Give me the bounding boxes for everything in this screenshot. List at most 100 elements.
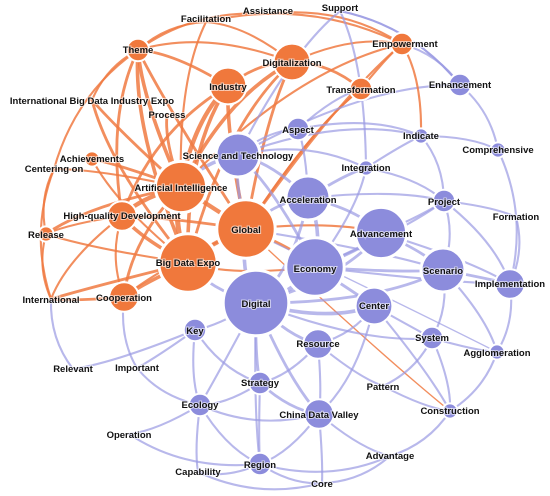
node-label-support: Support bbox=[322, 3, 359, 14]
node-label-digital: Digital bbox=[241, 299, 270, 310]
node-label-economy: Economy bbox=[294, 264, 337, 275]
node-label-capability: Capability bbox=[175, 467, 221, 478]
edge-construction-advantage bbox=[388, 409, 452, 458]
node-label-project: Project bbox=[428, 197, 461, 208]
node-label-pattern: Pattern bbox=[367, 382, 400, 393]
node-advancement[interactable] bbox=[353, 205, 409, 261]
node-construction[interactable] bbox=[441, 402, 459, 420]
edge-ecology-region bbox=[198, 403, 262, 466]
node-strategy[interactable] bbox=[247, 370, 273, 396]
node-label-achievements: Achievements bbox=[60, 154, 124, 165]
node-bigdataexpo[interactable] bbox=[157, 232, 219, 294]
node-label-strategy: Strategy bbox=[241, 378, 280, 389]
node-scenario[interactable] bbox=[419, 246, 467, 294]
edge-theme-bigdataexpo bbox=[135, 48, 190, 265]
node-label-integration: Integration bbox=[341, 163, 390, 174]
edge-facilitation-empowerment bbox=[204, 12, 404, 46]
node-label-theme: Theme bbox=[123, 45, 154, 56]
node-region[interactable] bbox=[247, 451, 273, 477]
node-label-scitech: Science and Technology bbox=[183, 151, 294, 162]
node-cooperation[interactable] bbox=[108, 281, 140, 313]
edge-support-integration bbox=[338, 9, 368, 170]
node-label-advantage: Advantage bbox=[366, 451, 415, 462]
edge-theme-centering bbox=[52, 48, 140, 171]
node-acceleration[interactable] bbox=[284, 174, 332, 222]
node-project[interactable] bbox=[431, 188, 457, 214]
edge-scitech-enhancement bbox=[236, 83, 462, 157]
edge-operation-region bbox=[127, 432, 262, 467]
edge-capability-core bbox=[196, 470, 324, 491]
node-label-key: Key bbox=[186, 326, 204, 337]
node-economy[interactable] bbox=[284, 236, 346, 298]
edge-global-agglomeration bbox=[245, 228, 498, 353]
node-agglomeration[interactable] bbox=[488, 343, 506, 361]
node-label-indicate: Indicate bbox=[403, 131, 439, 142]
node-key[interactable] bbox=[182, 317, 208, 343]
node-ai[interactable] bbox=[153, 159, 209, 215]
node-label-assistance: Assistance bbox=[243, 6, 293, 17]
edge-theme-global bbox=[136, 48, 248, 231]
node-label-implementation: Implementation bbox=[475, 279, 545, 290]
node-industry[interactable] bbox=[208, 66, 248, 106]
edge-theme-hqd bbox=[115, 48, 140, 218]
node-label-core: Core bbox=[311, 479, 333, 490]
edge-industry-hqd bbox=[120, 84, 230, 218]
node-label-ai: Artificial Intelligence bbox=[135, 183, 228, 194]
node-label-acceleration: Acceleration bbox=[279, 195, 336, 206]
node-label-enhancement: Enhancement bbox=[429, 80, 492, 91]
node-label-relevant: Relevant bbox=[53, 364, 93, 375]
node-label-region: Region bbox=[244, 460, 276, 471]
node-ecology[interactable] bbox=[187, 392, 213, 418]
node-label-advancement: Advancement bbox=[350, 229, 413, 240]
edge-assistance-empowerment bbox=[266, 11, 404, 46]
node-label-facilitation: Facilitation bbox=[181, 14, 231, 25]
edge-aspect-indicate bbox=[296, 121, 423, 138]
node-cdv[interactable] bbox=[303, 398, 335, 430]
node-global[interactable] bbox=[215, 198, 277, 260]
node-implementation[interactable] bbox=[494, 268, 526, 300]
node-label-process: Process bbox=[149, 110, 186, 121]
node-transformation[interactable] bbox=[348, 76, 374, 102]
node-digitalization[interactable] bbox=[272, 42, 312, 82]
node-release[interactable] bbox=[37, 225, 55, 243]
node-empowerment[interactable] bbox=[389, 31, 415, 57]
edge-comprehensive-implementation bbox=[496, 148, 518, 286]
edge-advantage-core bbox=[320, 454, 392, 485]
node-comprehensive[interactable] bbox=[489, 141, 507, 159]
node-theme[interactable] bbox=[125, 37, 151, 63]
node-label-formation: Formation bbox=[493, 212, 540, 223]
node-system[interactable] bbox=[419, 325, 445, 351]
node-label-bigdataexpo: Big Data Expo bbox=[156, 258, 221, 269]
node-label-scenario: Scenario bbox=[423, 266, 463, 277]
node-integration[interactable] bbox=[357, 159, 375, 177]
node-label-aspect: Aspect bbox=[282, 125, 315, 136]
node-label-operation: Operation bbox=[107, 430, 152, 441]
node-hqd[interactable] bbox=[106, 200, 138, 232]
node-label-resource: Resource bbox=[296, 339, 339, 350]
node-enhancement[interactable] bbox=[447, 72, 473, 98]
node-label-agglomeration: Agglomeration bbox=[463, 348, 530, 359]
node-resource[interactable] bbox=[302, 328, 334, 360]
edge-key-relevant bbox=[71, 328, 197, 371]
node-label-ecology: Ecology bbox=[182, 400, 220, 411]
node-label-empowerment: Empowerment bbox=[372, 39, 438, 50]
node-digital[interactable] bbox=[221, 268, 291, 338]
node-aspect[interactable] bbox=[285, 116, 311, 142]
node-label-international: International bbox=[22, 295, 79, 306]
edge-region-advantage bbox=[258, 454, 392, 473]
node-label-digitalization: Digitalization bbox=[262, 58, 321, 69]
node-label-global: Global bbox=[231, 225, 261, 236]
node-label-center: Center bbox=[359, 301, 389, 312]
node-achievements[interactable] bbox=[83, 150, 101, 168]
node-center[interactable] bbox=[354, 286, 394, 326]
node-label-hqd: High-quality Development bbox=[63, 211, 181, 222]
edge-scitech-indicate bbox=[236, 128, 423, 157]
node-label-industry: Industry bbox=[209, 82, 247, 93]
node-indicate[interactable] bbox=[412, 127, 430, 145]
edge-agglomeration-construction bbox=[448, 350, 499, 413]
node-label-release: Release bbox=[28, 230, 64, 241]
node-label-centering: Centering on bbox=[25, 164, 84, 175]
node-label-cdv: China Data Valley bbox=[279, 410, 359, 421]
node-scitech[interactable] bbox=[214, 131, 262, 179]
